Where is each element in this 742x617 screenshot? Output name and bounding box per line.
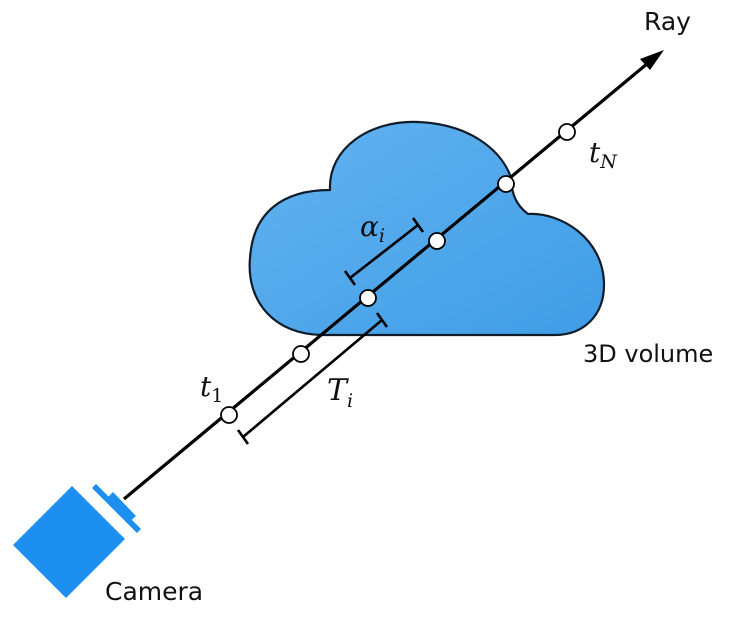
sample-point-t1 [220,406,238,424]
t1-label: t1 [200,370,223,407]
sample-point-tN [558,123,576,141]
alpha-interval-bracket [343,217,425,286]
ray-arrowhead [640,50,664,70]
sample-point-i [359,289,377,307]
tN-label: tN [589,136,618,173]
transmittance-interval-bracket [236,312,389,445]
T-i-label: Ti [327,373,353,412]
camera-icon [13,484,141,598]
sample-point [292,345,310,363]
camera-label: Camera [105,577,203,606]
alpha-i-label: αi [360,210,385,247]
volume-label: 3D volume [583,340,713,368]
ray-label: Ray [644,7,691,36]
sample-point [497,175,515,193]
sample-point [428,232,446,250]
cloud-volume [248,120,606,337]
sample-points [220,123,576,424]
